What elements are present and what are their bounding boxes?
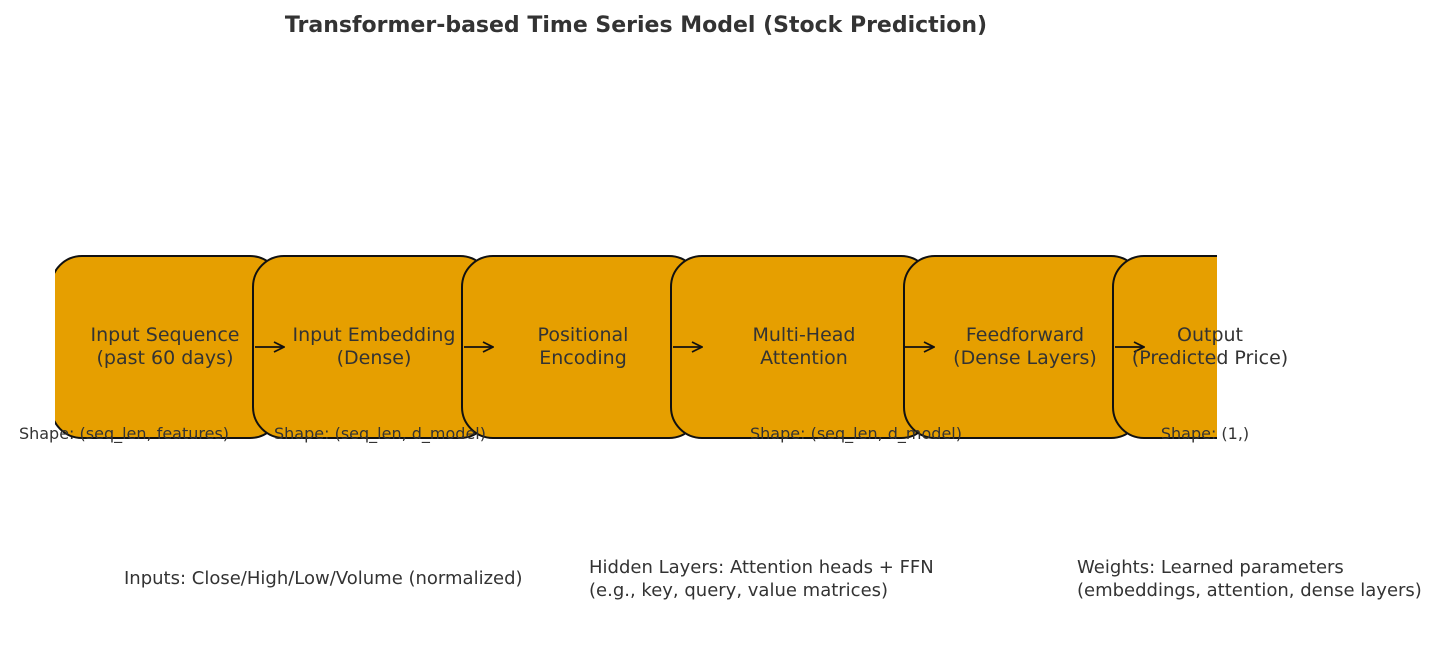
block-label-input-embedding: Input Embedding (Dense) xyxy=(292,324,456,369)
note-inputs: Inputs: Close/High/Low/Volume (normalize… xyxy=(124,568,523,589)
block-label-feedforward: Feedforward (Dense Layers) xyxy=(953,324,1097,369)
block-label-positional-encoding: Positional Encoding xyxy=(537,324,629,369)
block-label-multi-head-attention: Multi-Head Attention xyxy=(752,324,856,369)
note-weights: Weights: Learned parameters (embeddings,… xyxy=(1077,557,1422,601)
shape-label-input: Shape: (seq_len, features) xyxy=(18,424,230,443)
shape-label-embedding: Shape: (seq_len, d_model) xyxy=(274,424,486,443)
shape-label-attention: Shape: (seq_len, d_model) xyxy=(750,424,962,443)
shape-label-output: Shape: (1,) xyxy=(1160,424,1250,443)
block-multi-head-attention xyxy=(670,255,933,439)
block-feedforward xyxy=(903,255,1143,439)
block-input-sequence xyxy=(55,255,282,439)
block-label-input-sequence: Input Sequence (past 60 days) xyxy=(90,324,240,369)
block-label-output: Output (Predicted Price) xyxy=(1131,324,1289,369)
diagram-title: Transformer-based Time Series Model (Sto… xyxy=(284,13,988,38)
note-hidden-layers: Hidden Layers: Attention heads + FFN (e.… xyxy=(589,557,934,601)
block-input-embedding xyxy=(252,255,492,439)
diagram-flow xyxy=(55,0,1217,651)
block-positional-encoding xyxy=(461,255,701,439)
